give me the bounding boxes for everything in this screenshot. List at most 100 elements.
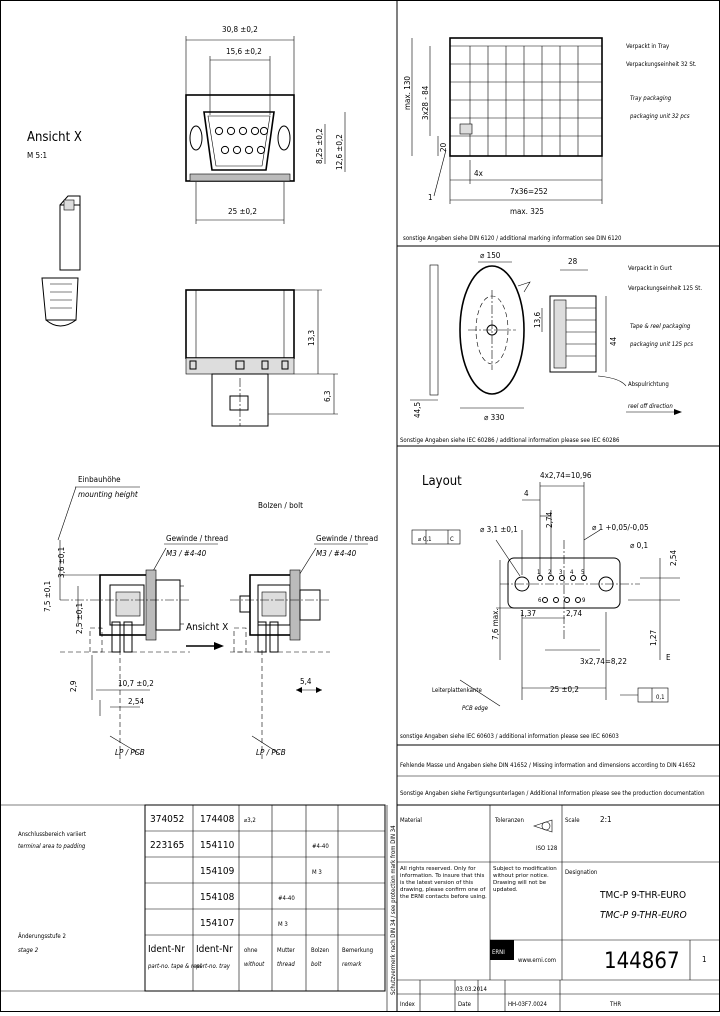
dim-2-9: 2,9 xyxy=(69,680,78,692)
svg-text:remark: remark xyxy=(342,961,362,968)
svg-text:without: without xyxy=(244,961,265,968)
tray-caption: sonstige Angaben siehe DIN 6120 / additi… xyxy=(403,235,622,242)
layout-tol3: 0,1 xyxy=(656,694,665,701)
mount-view-bolt xyxy=(230,569,330,760)
tb-size: THR xyxy=(609,1001,621,1008)
cell-r2-b: 154109 xyxy=(200,866,235,877)
bolt-label: Bolzen / bolt xyxy=(258,501,303,510)
tray-drawing xyxy=(411,37,603,204)
pcb-label-2: LP / PCB xyxy=(256,748,286,757)
cell-r4-b: 154107 xyxy=(200,918,234,929)
tray-cols: 7x36=252 xyxy=(510,187,548,196)
variant-rows: 374052 174408 ⌀3,2 223165 154110 #4-40 1… xyxy=(150,814,329,929)
cell-r3-d: #4-40 xyxy=(278,895,295,902)
dim-3-6: 3,6 ±0,1 xyxy=(57,547,66,578)
tray-title-de: Verpackt in Tray xyxy=(626,43,670,50)
layout-pcb-de: Leiterplattenkante xyxy=(432,687,482,694)
tb-index: Index xyxy=(400,1001,416,1008)
layout-v2: 1,27 xyxy=(649,630,658,646)
dim-side-height: 13,3 xyxy=(307,330,316,346)
note-1: Fehlende Masse und Angaben siehe DIN 416… xyxy=(400,762,696,769)
svg-text:1: 1 xyxy=(537,569,540,576)
tray-width: max. 325 xyxy=(510,207,544,216)
dim-width-total: 30,8 ±0,2 xyxy=(222,25,258,34)
tray-rows: 3x28 - 84 xyxy=(421,85,430,120)
svg-text:9: 9 xyxy=(582,597,586,604)
reel-title-en: Tape & reel packaging xyxy=(630,323,691,330)
reel-caption: Sonstige Angaben siehe IEC 60286 / addit… xyxy=(400,437,620,444)
tray-gap: 20 xyxy=(439,142,448,152)
mounting-height-de: Einbauhöhe xyxy=(78,475,121,484)
mount-view-nut xyxy=(59,540,190,760)
pcb-layout-drawing xyxy=(411,482,680,707)
layout-datum-c: C xyxy=(450,536,454,543)
reel-pull-en: reel off direction xyxy=(628,403,673,410)
layout-d3: 1,37 xyxy=(520,609,536,618)
tb-scale: Scale xyxy=(565,817,580,824)
tb-tolerances: Toleranzen xyxy=(494,817,524,824)
dim-h2: 12,6 ±0,2 xyxy=(335,134,344,170)
dim-h1: 8,25 ±0,2 xyxy=(315,128,324,164)
layout-pitch-bottom: 3x2,74=8,22 xyxy=(580,657,627,666)
tb-web: www.erni.com xyxy=(518,957,556,964)
cell-r0-a: 374052 xyxy=(150,814,184,825)
variant-label2-de: Änderungsstufe 2 xyxy=(18,933,66,940)
reel-unit-en: packaging unit 125 pcs xyxy=(629,341,693,348)
reel-hub: ⌀ 150 xyxy=(480,251,501,260)
view-x-arrow-label: Ansicht X xyxy=(186,622,228,633)
tb-scale-value: 2:1 xyxy=(600,815,612,824)
svg-text:6: 6 xyxy=(538,597,542,604)
variant-label1-en: terminal area to padding xyxy=(18,843,86,850)
layout-hole: ⌀ 3,1 ±0,1 xyxy=(480,525,518,534)
svg-text:part-no. tape & reel: part-no. tape & reel xyxy=(147,963,202,970)
dim-bottom-width: 25 ±0,2 xyxy=(228,207,257,216)
dim-10-7: 10,7 ±0,2 xyxy=(118,679,154,688)
tray-pitch: 4x xyxy=(474,169,484,178)
dsub-shell xyxy=(203,111,275,171)
dim-2-54: 2,54 xyxy=(128,697,144,706)
reel-h2: 44 xyxy=(609,336,618,346)
variant-label1-de: Anschlussbereich variiert xyxy=(18,831,86,838)
variant-headers: Ident-Nr part-no. tape & reel Ident-Nr p… xyxy=(147,944,373,970)
tb-protection: Schutzvermerk nach DIN 34 / see protecti… xyxy=(390,825,397,995)
reel-h1: 13,6 xyxy=(533,312,542,328)
dim-side-foot: 6,3 xyxy=(323,391,332,402)
svg-text:Mutter: Mutter xyxy=(277,947,296,954)
layout-d2: 2,74 xyxy=(545,512,554,528)
svg-text:5: 5 xyxy=(581,569,584,576)
terminal-comb xyxy=(189,173,291,182)
tray-height: max. 130 xyxy=(403,76,412,110)
tb-name1: TMC-P 9-THR-EURO xyxy=(599,890,686,901)
svg-text:3: 3 xyxy=(559,569,562,576)
layout-d1: 4 xyxy=(524,489,529,498)
layout-pin-hole: ⌀ 1 +0,05/-0,05 xyxy=(592,523,649,532)
layout-pcb-en: PCB edge xyxy=(462,705,489,712)
reel-drawing xyxy=(410,261,682,415)
note-2: Sonstige Angaben siehe Fertigungsunterla… xyxy=(400,790,705,797)
side-view xyxy=(185,289,338,427)
reel-width: 28 xyxy=(568,257,578,266)
cell-r2-e: M 3 xyxy=(312,869,322,876)
mounting-hole-right xyxy=(277,125,291,151)
tb-company: ERNI xyxy=(492,949,505,956)
tb-name2: TMC-P 9-THR-EURO xyxy=(600,910,687,921)
cell-r4-d: M 3 xyxy=(278,921,288,928)
svg-text:Ident-Nr: Ident-Nr xyxy=(196,944,233,955)
tb-author: HH-03F7.0024 xyxy=(508,1001,547,1008)
layout-width-25: 25 ±0,2 xyxy=(550,685,579,694)
tray-unit-en: packaging unit 32 pcs xyxy=(629,113,690,120)
layout-caption: sonstige Angaben siehe IEC 60603 / addit… xyxy=(400,733,619,740)
svg-text:Bemerkung: Bemerkung xyxy=(342,947,373,954)
isometric-sketch xyxy=(41,195,81,327)
dim-2-5: 2,5 ±0,1 xyxy=(75,603,84,634)
pin-grid xyxy=(214,126,269,155)
tb-number: 144867 xyxy=(604,949,680,974)
reel-diameter: ⌀ 330 xyxy=(484,413,505,422)
thread-label-2: Gewinde / thread xyxy=(316,534,378,543)
layout-pin-numbers: 1 2 3 4 5 6 9 xyxy=(537,569,586,604)
cell-r3-b: 154108 xyxy=(200,892,235,903)
tb-reserved: All rights reserved. Only for informatio… xyxy=(400,866,487,900)
layout-height-max: 7,6 max. xyxy=(491,608,500,640)
tb-designation: Designation xyxy=(565,869,597,876)
